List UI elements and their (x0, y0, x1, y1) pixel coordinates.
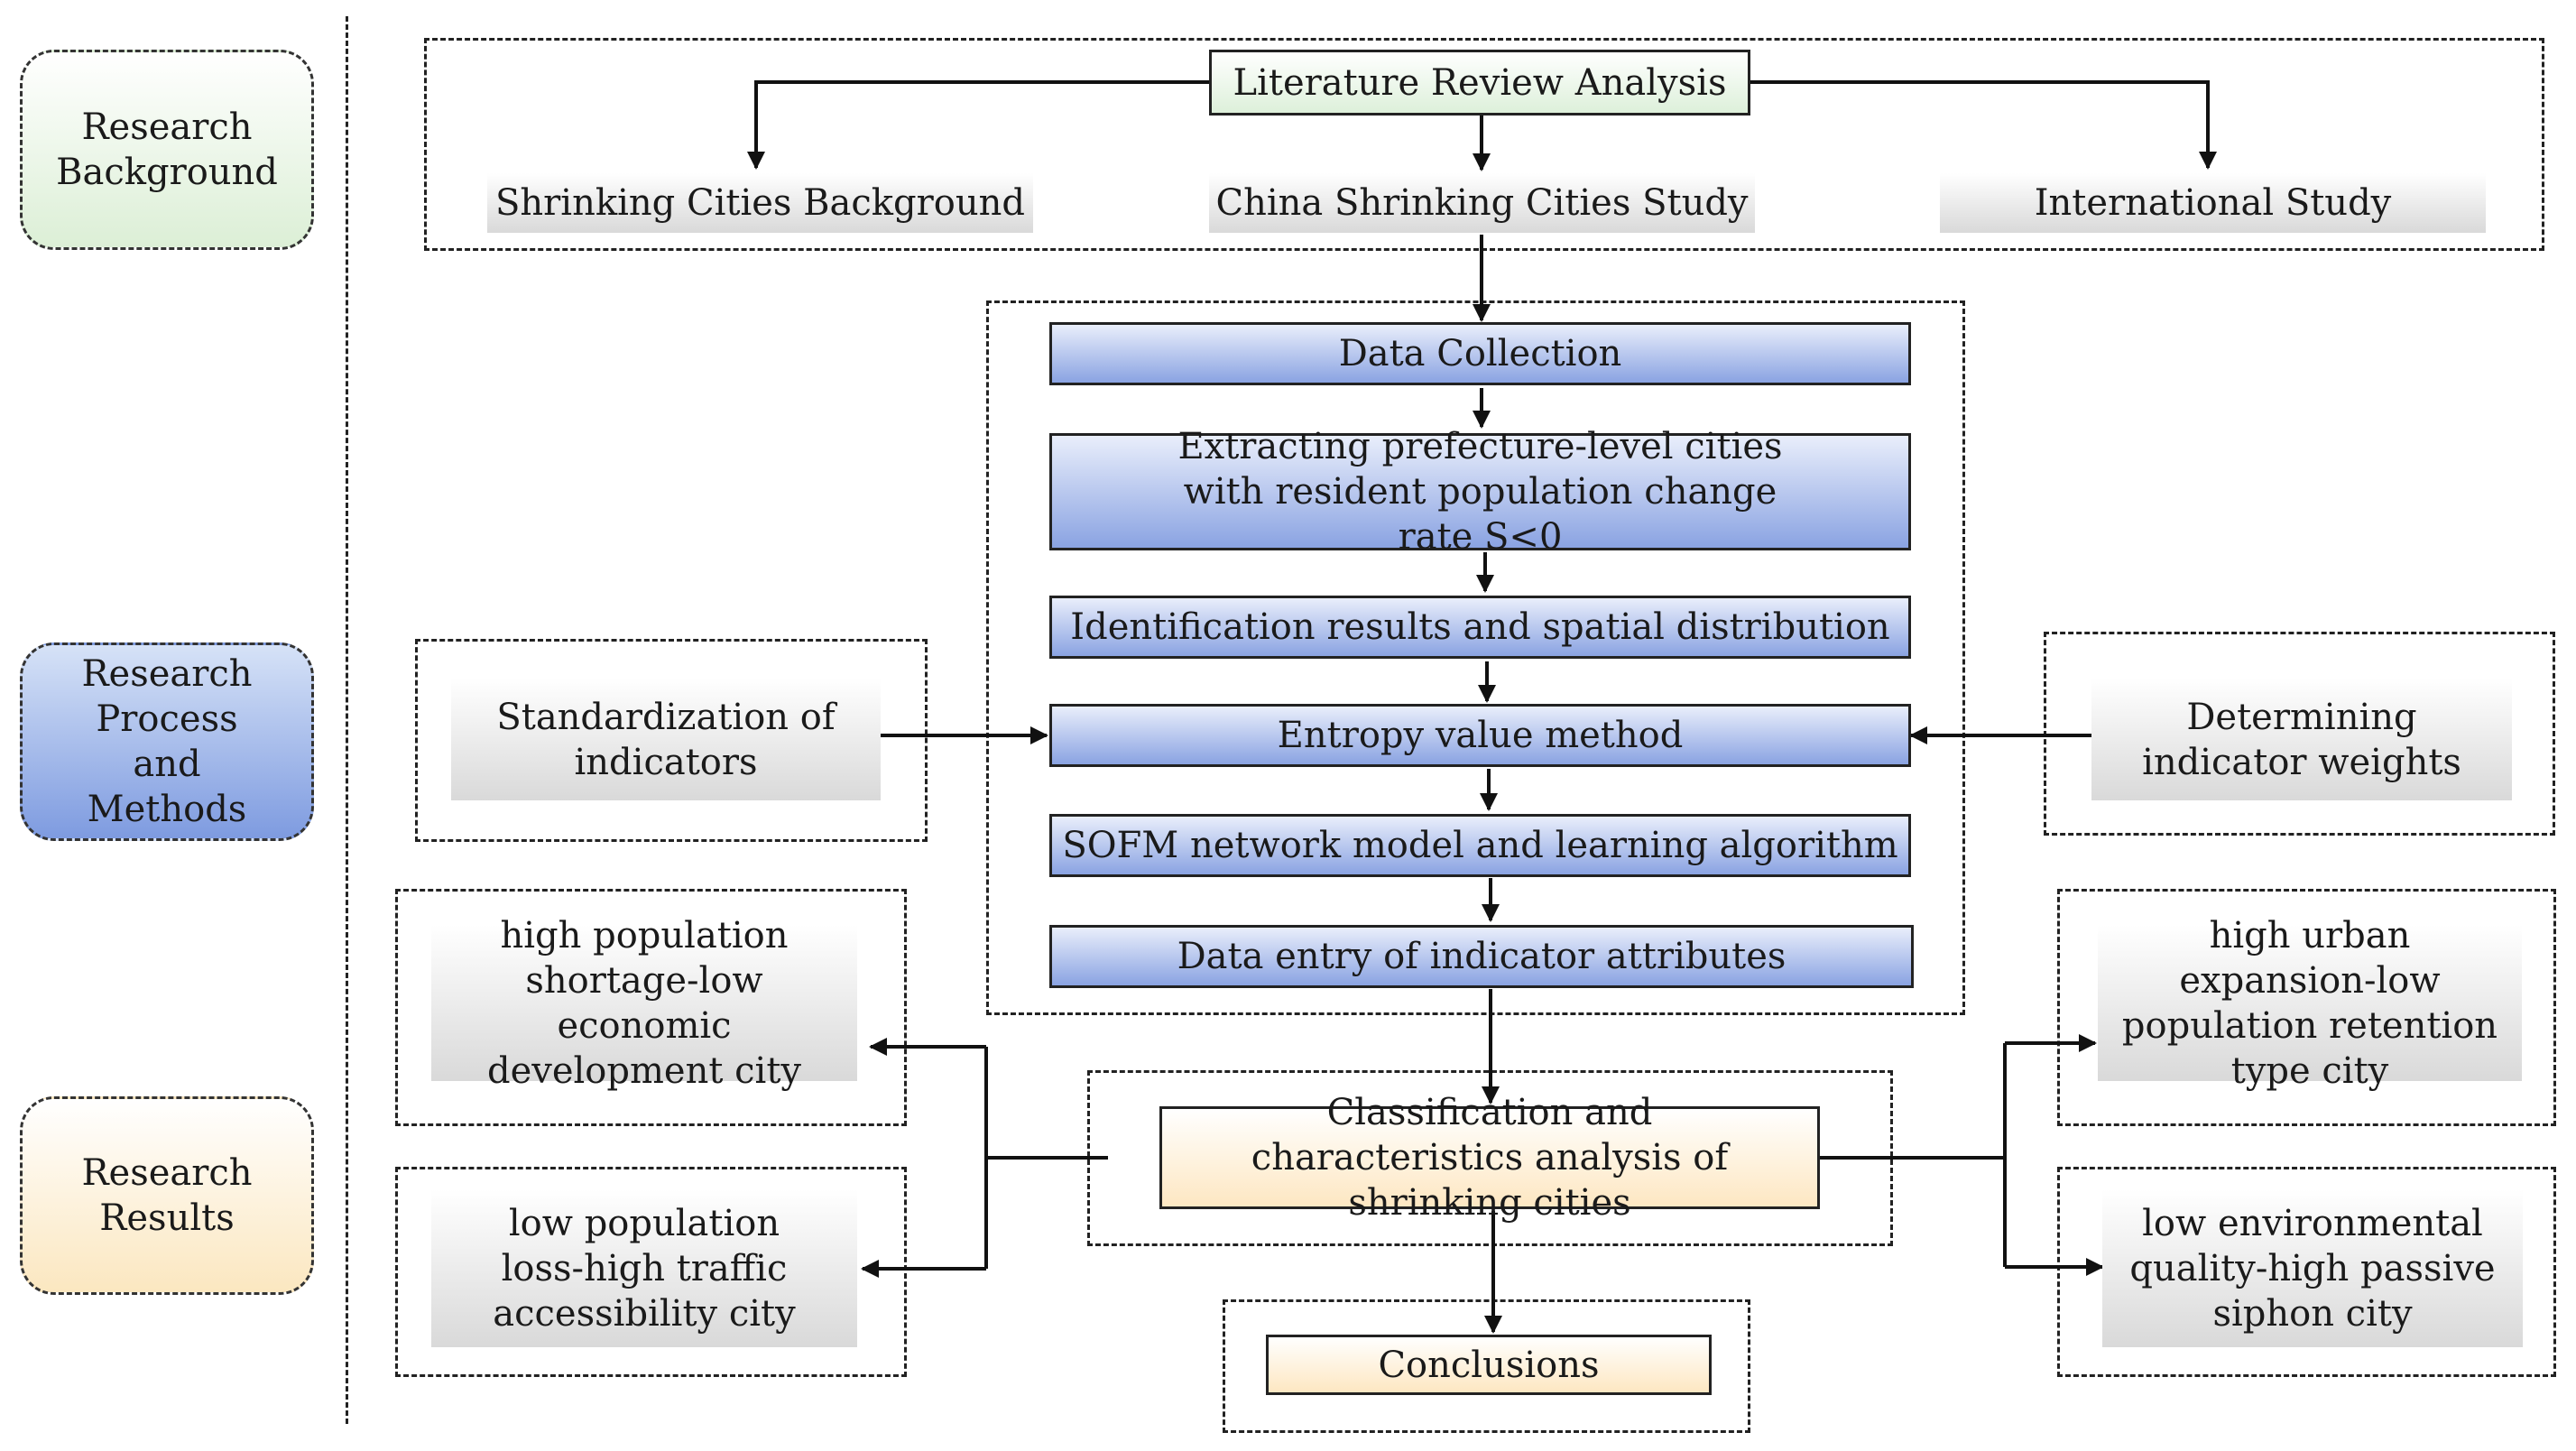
node-literature-review: Literature Review Analysis (1209, 50, 1750, 116)
node-sofm: SOFM network model and learning algorith… (1049, 814, 1911, 877)
node-china-study: China Shrinking Cities Study (1209, 173, 1755, 233)
group-type-1 (395, 889, 907, 1126)
group-standardization (415, 639, 928, 842)
stage-label: Research Process and Methods (81, 653, 253, 830)
stage-label: Research Results (81, 1152, 253, 1239)
node-classification: Classification and characteristics analy… (1159, 1092, 1820, 1224)
group-type-2 (395, 1167, 907, 1377)
node-shrinking-background: Shrinking Cities Background (487, 173, 1033, 233)
node-conclusions: Conclusions (1266, 1335, 1712, 1395)
group-conclusions (1223, 1299, 1750, 1433)
stage-research-background: Research Background (20, 50, 314, 250)
node-type-2: low population loss-high traffic accessi… (431, 1189, 857, 1347)
node-weights: Determining indicator weights (2091, 679, 2512, 800)
node-data-entry: Data entry of indicator attributes (1049, 925, 1914, 988)
node-data-collection: Data Collection (1049, 322, 1911, 385)
group-background (424, 38, 2544, 251)
node-extracting: Extracting prefecture-level cities with … (1049, 426, 1911, 558)
group-methods (986, 300, 1965, 1015)
node-type-3: high urban expansion-low population rete… (2098, 915, 2522, 1092)
node-type-4: low environmental quality-high passive s… (2102, 1189, 2523, 1347)
stage-research-results: Research Results (20, 1096, 314, 1295)
node-identification: Identification results and spatial distr… (1049, 596, 1911, 659)
node-standardization: Standardization of indicators (451, 679, 881, 800)
node-international-study: International Study (1940, 173, 2486, 233)
stage-label: Research Background (56, 106, 278, 193)
stage-research-process: Research Process and Methods (20, 642, 314, 841)
group-type-3 (2057, 889, 2556, 1126)
node-type-1: high population shortage-low economic de… (431, 915, 857, 1092)
node-entropy: Entropy value method (1049, 704, 1911, 767)
group-type-4 (2057, 1167, 2556, 1377)
stage-divider (346, 16, 348, 1424)
